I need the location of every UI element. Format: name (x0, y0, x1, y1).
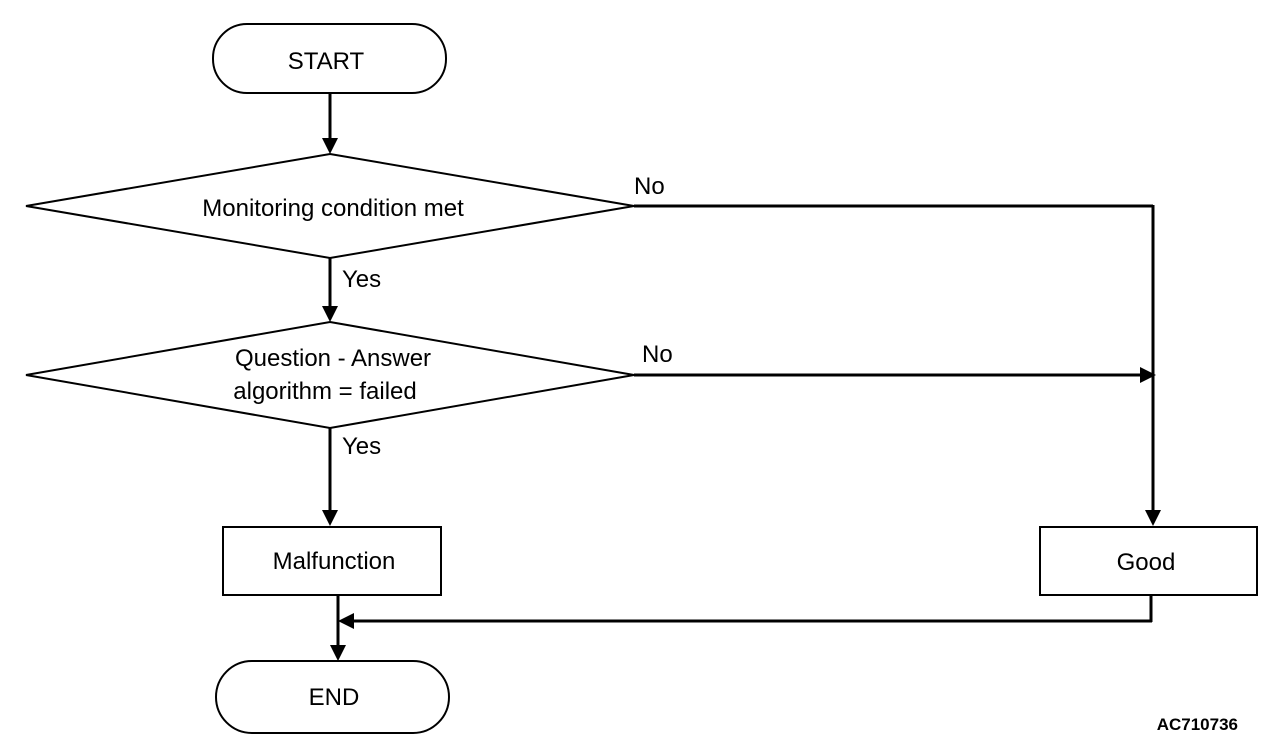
decision-qa-label-line2: algorithm = failed (233, 378, 416, 405)
decision-qa-label-line1: Question - Answer (235, 345, 431, 372)
end-terminator (215, 660, 450, 734)
good-box (1039, 526, 1258, 596)
malfunction-box (222, 526, 442, 596)
arrowhead-qa-no (1140, 367, 1156, 383)
decision-monitoring-label: Monitoring condition met (202, 195, 464, 222)
arrowhead-good-return (338, 613, 354, 629)
arrowhead-monitoring-yes (322, 306, 338, 322)
good-label: Good (1117, 549, 1176, 576)
qa-no-label: No (642, 341, 673, 368)
start-label: START (288, 48, 365, 75)
arrowhead-to-good (1145, 510, 1161, 526)
end-label: END (309, 684, 360, 711)
monitoring-yes-label: Yes (342, 266, 381, 293)
qa-yes-label: Yes (342, 433, 381, 460)
monitoring-no-label: No (634, 173, 665, 200)
decision-qa-diamond (25, 320, 635, 430)
figure-id: AC710736 (1157, 715, 1238, 734)
arrowhead-qa-yes (322, 510, 338, 526)
arrowhead-start-to-monitoring (322, 138, 338, 154)
malfunction-label: Malfunction (273, 548, 396, 575)
arrowhead-to-end (330, 645, 346, 661)
